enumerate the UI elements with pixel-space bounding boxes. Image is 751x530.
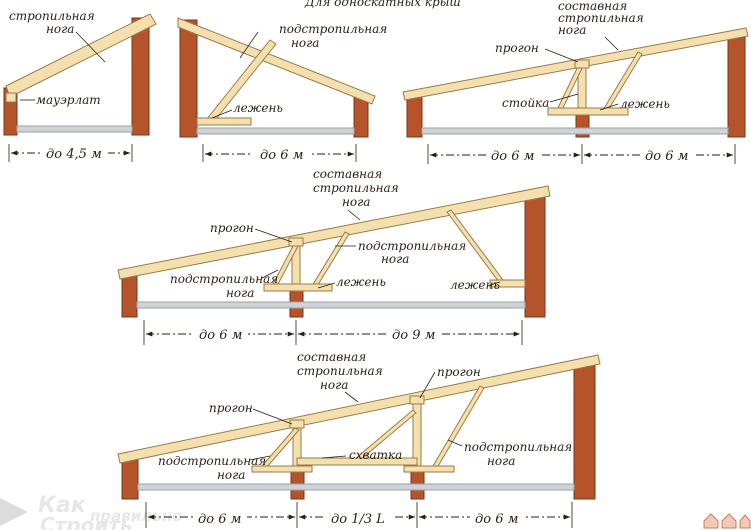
label-purlin: прогон: [210, 221, 254, 235]
watermark: Как правильно Строить: [0, 493, 182, 530]
dimension-3a: до 6 м: [491, 149, 534, 164]
label-tie-beam: схватка: [349, 448, 402, 462]
dimension-5a: до 6 м: [198, 512, 241, 527]
tie-beam: [296, 457, 418, 466]
dimension-1: до 4,5 м: [46, 147, 102, 162]
rafter-leg: [117, 185, 551, 280]
floor-slab: [137, 483, 575, 491]
label-strut-right: подстропильная: [358, 239, 466, 253]
label-strut: подстропильная: [279, 22, 387, 36]
label-purlin-1: прогон: [209, 401, 253, 415]
label-rafter-2: стропильная: [297, 364, 383, 378]
label-strut-right: подстропильная: [464, 440, 572, 454]
right-wall: [573, 359, 596, 500]
dimension-4a: до 6 м: [199, 328, 242, 343]
house-icon-3: [739, 514, 751, 529]
label-purlin-2: прогон: [437, 365, 481, 379]
rafter-leg: [117, 354, 601, 464]
label-rafter: стропильная: [9, 9, 95, 23]
label-rafter: составная: [297, 350, 366, 364]
label-strut-2: нога: [291, 36, 319, 50]
label-rafter-2: нога: [46, 22, 74, 36]
label-sill-right: лежень: [450, 278, 500, 292]
left-wall: [179, 19, 198, 138]
dimension-3b: до 6 м: [645, 149, 688, 164]
svg-text:Строить: Строить: [40, 513, 133, 530]
diagram-2: подстропильная нога лежень до 6 м: [177, 17, 387, 163]
right-wall: [727, 33, 746, 138]
label-rafter-2: стропильная: [558, 11, 644, 25]
diagram-3: составная стропильная нога прогон стойка…: [402, 0, 749, 164]
sill-beam-2: [403, 465, 455, 473]
rafter-leg: [177, 17, 376, 105]
dimension-4b: до 9 м: [392, 328, 435, 343]
label-post: стойка: [502, 96, 549, 110]
diagram-4: составная стропильная нога прогон подстр…: [117, 167, 551, 345]
sill-beam-1: [251, 465, 313, 473]
label-strut-left: подстропильная: [170, 272, 278, 286]
diagram-header: Для односкатных крыш: [304, 0, 461, 9]
mauerlat: [5, 92, 17, 103]
purlin-2: [409, 395, 425, 405]
purlin-1: [289, 419, 305, 429]
label-mauerlat: мауэрлат: [36, 93, 101, 107]
label-rafter-3: нога: [558, 23, 586, 37]
svg-text:правильно: правильно: [90, 507, 182, 525]
house-icon-2: [721, 513, 737, 529]
purlin: [288, 237, 304, 247]
floor-slab: [196, 127, 355, 135]
floor-slab: [421, 127, 729, 135]
sill-beam: [547, 107, 629, 116]
sill-beam-right: [489, 279, 526, 288]
house-icon-1: [703, 513, 719, 529]
svg-text:Как: Как: [38, 493, 87, 518]
diagram-5: составная стропильная нога прогон прогон…: [117, 350, 601, 528]
label-rafter-3: нога: [320, 378, 348, 392]
label-rafter: составная: [558, 0, 627, 13]
dimension-5c: до 6 м: [475, 512, 518, 527]
purlin: [574, 59, 590, 69]
diagram-1: стропильная нога мауэрлат до 4,5 м: [3, 9, 157, 162]
dimension-5b: до 1/3 L: [331, 512, 385, 527]
label-purlin: прогон: [495, 41, 539, 55]
label-sill: лежень: [233, 101, 283, 115]
sill-beam: [196, 117, 252, 126]
label-rafter-3: нога: [342, 195, 370, 209]
label-strut-right-2: нога: [381, 252, 409, 266]
label-strut-right-2: нога: [487, 454, 515, 468]
label-sill-middle: лежень: [336, 275, 386, 289]
floor-slab: [16, 125, 133, 133]
label-strut-left-2: нога: [217, 468, 245, 482]
label-strut-left-2: нога: [226, 286, 254, 300]
house-icons: [703, 513, 751, 529]
label-rafter-2: стропильная: [313, 181, 399, 195]
label-strut-left: подстропильная: [158, 454, 266, 468]
right-wall: [131, 17, 150, 136]
dimension-2: до 6 м: [260, 148, 303, 163]
right-wall: [524, 193, 546, 318]
floor-slab: [136, 301, 526, 309]
strut-3: [432, 385, 485, 469]
label-sill: лежень: [620, 97, 670, 111]
sill-beam-middle: [263, 283, 333, 292]
label-rafter: составная: [313, 167, 382, 181]
